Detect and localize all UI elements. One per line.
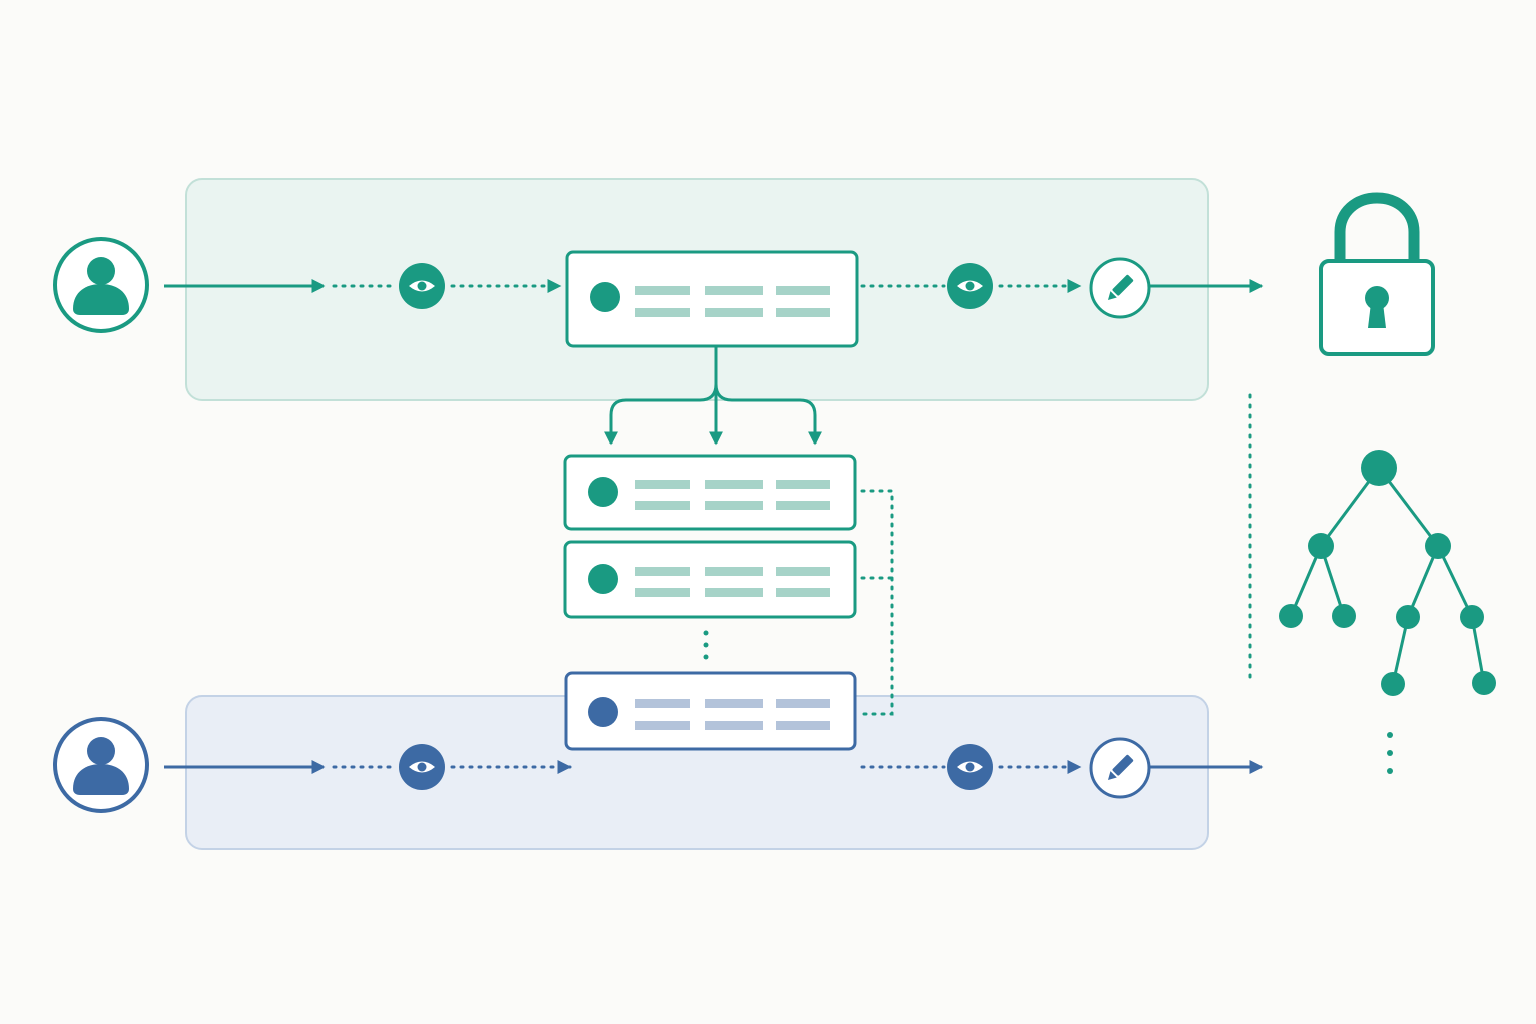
tree-node bbox=[1425, 533, 1451, 559]
tree-root-node bbox=[1361, 450, 1397, 486]
eye-icon bbox=[399, 744, 445, 790]
padlock-icon bbox=[1319, 192, 1435, 356]
pencil-icon bbox=[1089, 737, 1151, 799]
child-record-1 bbox=[563, 454, 857, 531]
records-dotted-bracket bbox=[860, 489, 894, 716]
bottom-lane bbox=[186, 696, 1208, 849]
pencil-icon bbox=[1089, 257, 1151, 319]
tree-node bbox=[1381, 672, 1405, 696]
tree-node bbox=[1472, 671, 1496, 695]
user-icon bbox=[53, 717, 149, 813]
user-icon bbox=[53, 237, 149, 333]
tree-node bbox=[1332, 604, 1356, 628]
tree-node bbox=[1308, 533, 1334, 559]
tree-icon bbox=[1279, 450, 1496, 696]
eye-icon bbox=[399, 263, 445, 309]
child-record-last bbox=[564, 671, 857, 751]
eye-icon bbox=[947, 744, 993, 790]
eye-icon bbox=[947, 263, 993, 309]
main-record bbox=[565, 250, 859, 348]
tree-node bbox=[1279, 604, 1303, 628]
tree-node bbox=[1460, 605, 1484, 629]
vertical-ellipsis-tree bbox=[1387, 732, 1393, 774]
tree-node bbox=[1396, 605, 1420, 629]
vertical-ellipsis-records bbox=[703, 630, 709, 660]
branch-connector bbox=[604, 347, 822, 446]
child-record-2 bbox=[563, 540, 857, 619]
